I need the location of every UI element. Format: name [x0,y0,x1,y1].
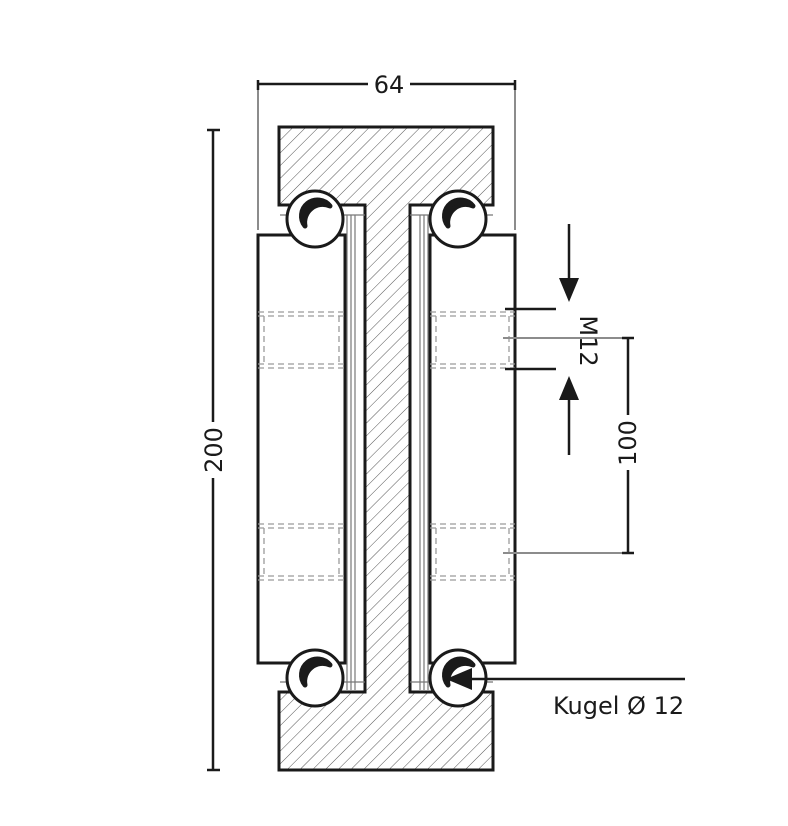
dimension-thread-label: M12 [574,315,602,366]
left-carriage-body [256,233,347,665]
i-profile-section [277,125,495,772]
dimension-thread [505,224,579,455]
ball-bottom-left [285,648,345,708]
dimension-width-label: 64 [374,71,405,99]
ball-callout-label: Kugel Ø 12 [553,692,684,720]
ball-top-left [285,189,345,249]
dimension-width [256,80,517,230]
right-carriage-body [428,233,517,665]
dimension-height-label: 200 [200,427,228,473]
dimension-height [207,128,220,772]
right-hidden-holes [430,311,515,581]
dimension-spacing [503,336,634,555]
ball-top-right [428,189,488,249]
left-hidden-holes [258,311,345,581]
ball-callout-leader [446,668,685,690]
dimension-spacing-label: 100 [614,420,642,466]
